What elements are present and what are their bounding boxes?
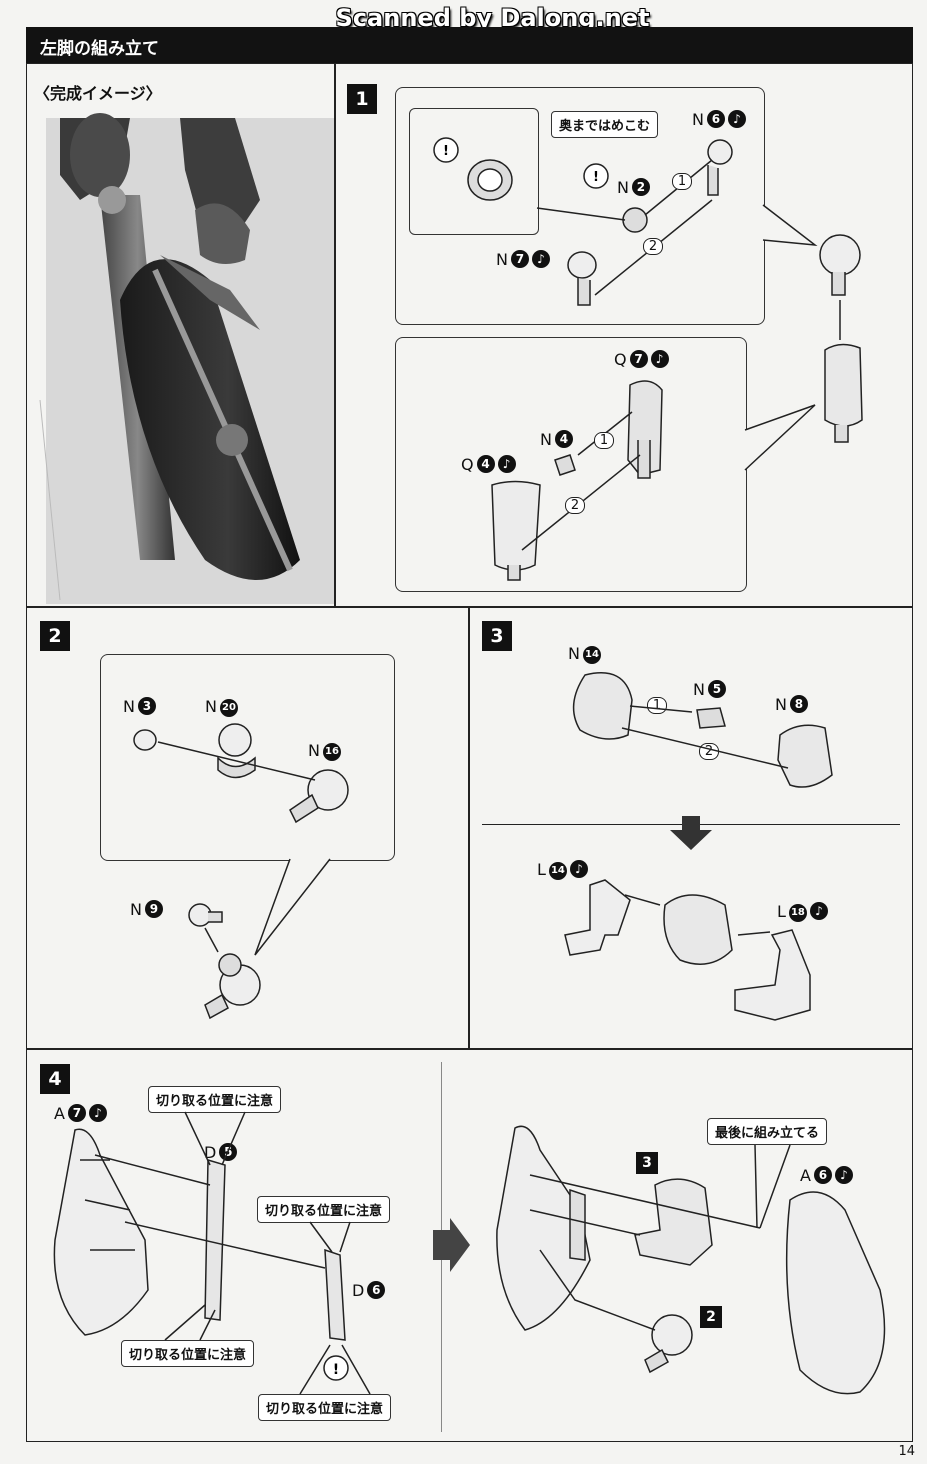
part-letter: N xyxy=(308,741,320,760)
step-2-badge: 2 xyxy=(40,621,70,651)
part-letter: N xyxy=(205,697,217,716)
part-number: 16 xyxy=(322,743,341,761)
section-title: 左脚の組み立て xyxy=(40,39,159,59)
part-number: 7 xyxy=(67,1104,86,1122)
part-number: 4 xyxy=(476,455,495,473)
completed-image-title: 〈完成イメージ〉 xyxy=(34,84,162,103)
caution-mark: ! xyxy=(443,144,449,159)
part-letter: L xyxy=(537,860,546,879)
part-number: 14 xyxy=(548,862,567,880)
part-number: 6 xyxy=(367,1281,386,1299)
part-letter: N xyxy=(692,110,704,129)
part-number: 20 xyxy=(219,699,238,717)
seq-hex: 2 xyxy=(565,497,585,514)
part-letter: Q xyxy=(461,455,474,474)
step-4-badge: 4 xyxy=(40,1064,70,1094)
part-letter: N xyxy=(693,680,705,699)
part-number: 9 xyxy=(144,900,163,918)
cut-caution-note-1: 切り取る位置に注意 xyxy=(148,1086,282,1113)
part-number: 18 xyxy=(788,904,807,922)
part-letter: N xyxy=(540,430,552,449)
paint-icon: ♪ xyxy=(531,250,550,268)
part-number: 7 xyxy=(510,250,529,268)
divider-h-1 xyxy=(26,606,913,608)
part-number: 3 xyxy=(137,697,156,715)
part-number: 7 xyxy=(629,350,648,368)
part-number: 5 xyxy=(707,680,726,698)
part-letter: N xyxy=(130,900,142,919)
part-letter: N xyxy=(617,178,629,197)
step-1-badge: 1 xyxy=(347,84,377,114)
ref-step-2: 2 xyxy=(700,1306,722,1328)
ref-step-3: 3 xyxy=(636,1152,658,1174)
step-3-badge: 3 xyxy=(482,621,512,651)
seq-hex: 2 xyxy=(643,238,663,255)
divider-v-top xyxy=(334,63,336,607)
seq-hex: 1 xyxy=(594,432,614,449)
part-number: 14 xyxy=(582,646,601,664)
paint-icon: ♪ xyxy=(569,860,588,878)
part-letter: A xyxy=(800,1166,811,1185)
cut-caution-note-2: 切り取る位置に注意 xyxy=(257,1196,391,1223)
part-letter: A xyxy=(54,1104,65,1123)
step2-box xyxy=(100,654,395,861)
step1-note: 奥まではめこむ xyxy=(551,111,659,138)
part-letter: N xyxy=(123,697,135,716)
part-letter: Q xyxy=(614,350,627,369)
divider-h-2 xyxy=(26,1048,913,1050)
part-letter: D xyxy=(352,1281,365,1300)
part-letter: N xyxy=(496,250,508,269)
part-number: 4 xyxy=(554,430,573,448)
paint-icon: ♪ xyxy=(809,902,828,920)
divider-v-mid xyxy=(468,606,470,1049)
paint-icon: ♪ xyxy=(88,1104,107,1122)
paint-icon: ♪ xyxy=(650,350,669,368)
cut-caution-note-3: 切り取る位置に注意 xyxy=(121,1340,255,1367)
part-number: 6 xyxy=(813,1166,832,1184)
part-letter: N xyxy=(568,644,580,663)
part-number: 2 xyxy=(631,178,650,196)
instruction-frame xyxy=(26,63,913,1442)
paint-icon: ♪ xyxy=(497,455,516,473)
part-letter: L xyxy=(777,902,786,921)
cut-caution-note-4: 切り取る位置に注意 xyxy=(258,1394,392,1421)
final-assembly-note: 最後に組み立てる xyxy=(707,1118,828,1145)
paint-icon: ♪ xyxy=(727,110,746,128)
paint-icon: ♪ xyxy=(834,1166,853,1184)
part-number: 6 xyxy=(706,110,725,128)
seq-hex: 1 xyxy=(672,173,692,190)
part-letter: N xyxy=(775,695,787,714)
page-number: 14 xyxy=(898,1444,915,1459)
section-header: 左脚の組み立て xyxy=(26,27,913,63)
part-number: 8 xyxy=(789,695,808,713)
caution-mark: ! xyxy=(333,1362,339,1378)
step1-inset xyxy=(409,108,539,235)
caution-mark: ! xyxy=(593,170,599,185)
